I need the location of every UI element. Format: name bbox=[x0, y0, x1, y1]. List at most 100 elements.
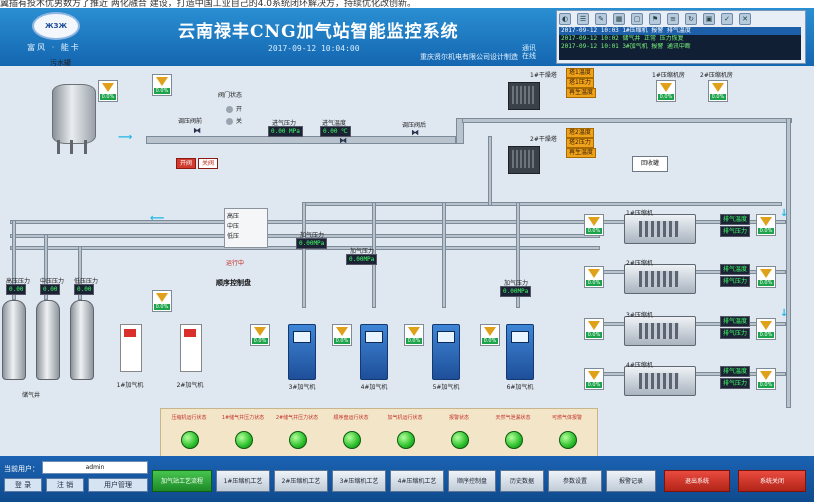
open-valve-button[interactable]: 开阀 bbox=[176, 158, 196, 169]
nav-process-flow[interactable]: 加气站工艺流程 bbox=[152, 470, 212, 492]
compressor-tag: 排气温度 bbox=[720, 316, 751, 327]
compressor[interactable] bbox=[624, 264, 696, 298]
dispenser-tag: 0.00MPa bbox=[500, 286, 532, 297]
status-lights-panel: 压缩机运行状态 1#储气井压力状态 2#储气井压力状态 顺序盘运行状态 加气机运… bbox=[160, 408, 598, 458]
gas-detector-icon[interactable]: 0.0% bbox=[656, 80, 676, 102]
compressor-tag: 排气压力 bbox=[720, 378, 751, 389]
status-light-label: 1#储气井压力状态 bbox=[221, 415, 265, 421]
compressor-label: 2#压缩机 bbox=[626, 260, 653, 267]
status-light-label: 加气机运行状态 bbox=[387, 415, 423, 421]
gas-dispenser[interactable] bbox=[506, 324, 534, 380]
nav-history[interactable]: 历史数据 bbox=[500, 470, 544, 492]
dryer-unit[interactable] bbox=[508, 140, 552, 186]
nav-compressor-2[interactable]: 2#压缩机工艺 bbox=[274, 470, 328, 492]
alarm-tool-icon[interactable]: ✓ bbox=[721, 13, 733, 25]
current-user-field[interactable]: admin bbox=[42, 461, 148, 474]
status-light-label: 顺序盘运行状态 bbox=[333, 415, 369, 421]
gas-detector-icon[interactable]: 0.0% bbox=[584, 368, 604, 390]
fuel-post[interactable] bbox=[180, 324, 202, 372]
valve-icon[interactable]: ⧓ bbox=[193, 126, 201, 135]
compressor[interactable] bbox=[624, 214, 696, 248]
alarm-tool-icon[interactable]: ≡ bbox=[667, 13, 679, 25]
nav-compressor-3[interactable]: 3#压缩机工艺 bbox=[332, 470, 386, 492]
legend-dot-icon bbox=[226, 106, 233, 113]
valve-icon[interactable]: ⧓ bbox=[411, 128, 419, 137]
gas-detector-icon[interactable]: 0.0% bbox=[756, 368, 776, 390]
gas-detector-icon[interactable]: 0.0% bbox=[708, 80, 728, 102]
alarm-tool-icon[interactable]: ▢ bbox=[631, 13, 643, 25]
inlet-temp-label: 进气温度 bbox=[322, 120, 347, 127]
gas-dispenser[interactable] bbox=[288, 324, 316, 380]
exit-button[interactable]: 退出系统 bbox=[664, 470, 730, 492]
logout-button[interactable]: 注 销 bbox=[46, 478, 84, 492]
alarm-row[interactable]: 2017-09-12 10:02 储气井 正常 压力恢复 bbox=[561, 35, 684, 42]
dispenser-screen bbox=[437, 331, 455, 343]
gas-detector-icon[interactable]: 0.0% bbox=[584, 214, 604, 236]
gas-detector-icon[interactable]: 0.0% bbox=[152, 290, 172, 312]
login-button[interactable]: 登 录 bbox=[4, 478, 42, 492]
company-credit: 重庆贤尔机电有限公司设计制造 bbox=[420, 53, 518, 61]
alarm-tool-icon[interactable]: ✕ bbox=[739, 13, 751, 25]
compressor-tag: 排气温度 bbox=[720, 366, 751, 377]
gas-dispenser[interactable] bbox=[360, 324, 388, 380]
alarm-list[interactable]: 2017-09-12 10:03 1#压缩机 报警 排气温度 2017-09-1… bbox=[559, 27, 801, 60]
valve-legend-title: 阀门状态 bbox=[218, 92, 243, 99]
alarm-tool-icon[interactable]: ⚑ bbox=[649, 13, 661, 25]
dryer-label: 2#干燥塔 bbox=[530, 136, 557, 143]
alarm-tool-icon[interactable]: ☰ bbox=[577, 13, 589, 25]
dispenser-tag-label: 加气压力 bbox=[300, 232, 325, 239]
compressor[interactable] bbox=[624, 366, 696, 400]
gas-detector-icon[interactable]: 0.0% bbox=[584, 266, 604, 288]
nav-settings[interactable]: 参数设置 bbox=[548, 470, 602, 492]
compressor-label: 1#压缩机 bbox=[626, 210, 653, 217]
nav-compressor-4[interactable]: 4#压缩机工艺 bbox=[390, 470, 444, 492]
gas-detector-icon[interactable]: 0.0% bbox=[756, 266, 776, 288]
status-light bbox=[505, 431, 523, 449]
alarm-row[interactable]: 2017-09-12 10:03 1#压缩机 报警 排气温度 bbox=[559, 27, 801, 35]
drop-pipe bbox=[516, 202, 520, 308]
shutdown-button[interactable]: 系统关闭 bbox=[738, 470, 806, 492]
valve-label: 调压阀前 bbox=[178, 118, 203, 125]
sequence-cabinet[interactable]: 高压 中压 低压 bbox=[224, 208, 268, 248]
user-management-button[interactable]: 用户管理 bbox=[88, 478, 148, 492]
nav-sequence-panel[interactable]: 顺序控制盘 bbox=[448, 470, 496, 492]
fuel-post[interactable] bbox=[120, 324, 142, 372]
gas-detector-icon[interactable]: 0.0% bbox=[250, 324, 270, 346]
flow-arrow-icon: ⟶ bbox=[118, 132, 133, 143]
gas-dispenser[interactable] bbox=[432, 324, 460, 380]
flow-arrow-icon: ⟵ bbox=[150, 213, 165, 224]
alarm-tool-icon[interactable]: ✎ bbox=[595, 13, 607, 25]
alarm-tool-icon[interactable]: ◐ bbox=[559, 13, 571, 25]
status-light-label: 可燃气体报警 bbox=[551, 415, 582, 421]
alarm-row[interactable]: 2017-09-12 10:01 3#加气机 报警 通讯中断 bbox=[561, 43, 691, 50]
storage-cylinder[interactable] bbox=[70, 300, 94, 380]
gas-detector-icon[interactable]: 0.0% bbox=[332, 324, 352, 346]
status-light bbox=[181, 431, 199, 449]
company-logo: ЖЗЖ 富风 · 能卡 bbox=[8, 12, 100, 60]
storage-cylinder[interactable] bbox=[2, 300, 26, 380]
nav-compressor-1[interactable]: 1#压缩机工艺 bbox=[216, 470, 270, 492]
gas-detector-icon[interactable]: 0.0% bbox=[152, 74, 172, 96]
alarm-toolbar: ◐ ☰ ✎ ▦ ▢ ⚑ ≡ ↻ ▣ ✓ ✕ bbox=[559, 13, 801, 25]
valve-icon[interactable]: ⧓ bbox=[339, 136, 347, 145]
alarm-tool-icon[interactable]: ▦ bbox=[613, 13, 625, 25]
right-riser-pipe bbox=[786, 118, 791, 408]
alarm-tool-icon[interactable]: ↻ bbox=[685, 13, 697, 25]
compressor[interactable] bbox=[624, 316, 696, 350]
dispenser-tag-label: 加气压力 bbox=[350, 248, 375, 255]
gas-detector-icon[interactable]: 0.0% bbox=[756, 214, 776, 236]
gas-detector-icon[interactable]: 0.0% bbox=[756, 318, 776, 340]
storage-cylinder[interactable] bbox=[36, 300, 60, 380]
gas-detector-icon[interactable]: 0.0% bbox=[584, 318, 604, 340]
bottom-bar: 当前用户： admin 登 录 注 销 用户管理 加气站工艺流程 1#压缩机工艺… bbox=[0, 456, 814, 502]
gas-detector-icon[interactable]: 0.0% bbox=[480, 324, 500, 346]
close-valve-button[interactable]: 关阀 bbox=[198, 158, 218, 169]
gas-detector-icon[interactable]: 0.0% bbox=[404, 324, 424, 346]
nav-alarm-log[interactable]: 报警记录 bbox=[606, 470, 656, 492]
alarm-tool-icon[interactable]: ▣ bbox=[703, 13, 715, 25]
valve-legend-close: 关 bbox=[226, 116, 242, 125]
cylinder-pipe bbox=[12, 220, 16, 300]
dryer-unit[interactable] bbox=[508, 76, 552, 122]
gas-detector-icon[interactable]: 0.0% bbox=[98, 80, 118, 102]
top-right-pipe bbox=[462, 118, 792, 123]
